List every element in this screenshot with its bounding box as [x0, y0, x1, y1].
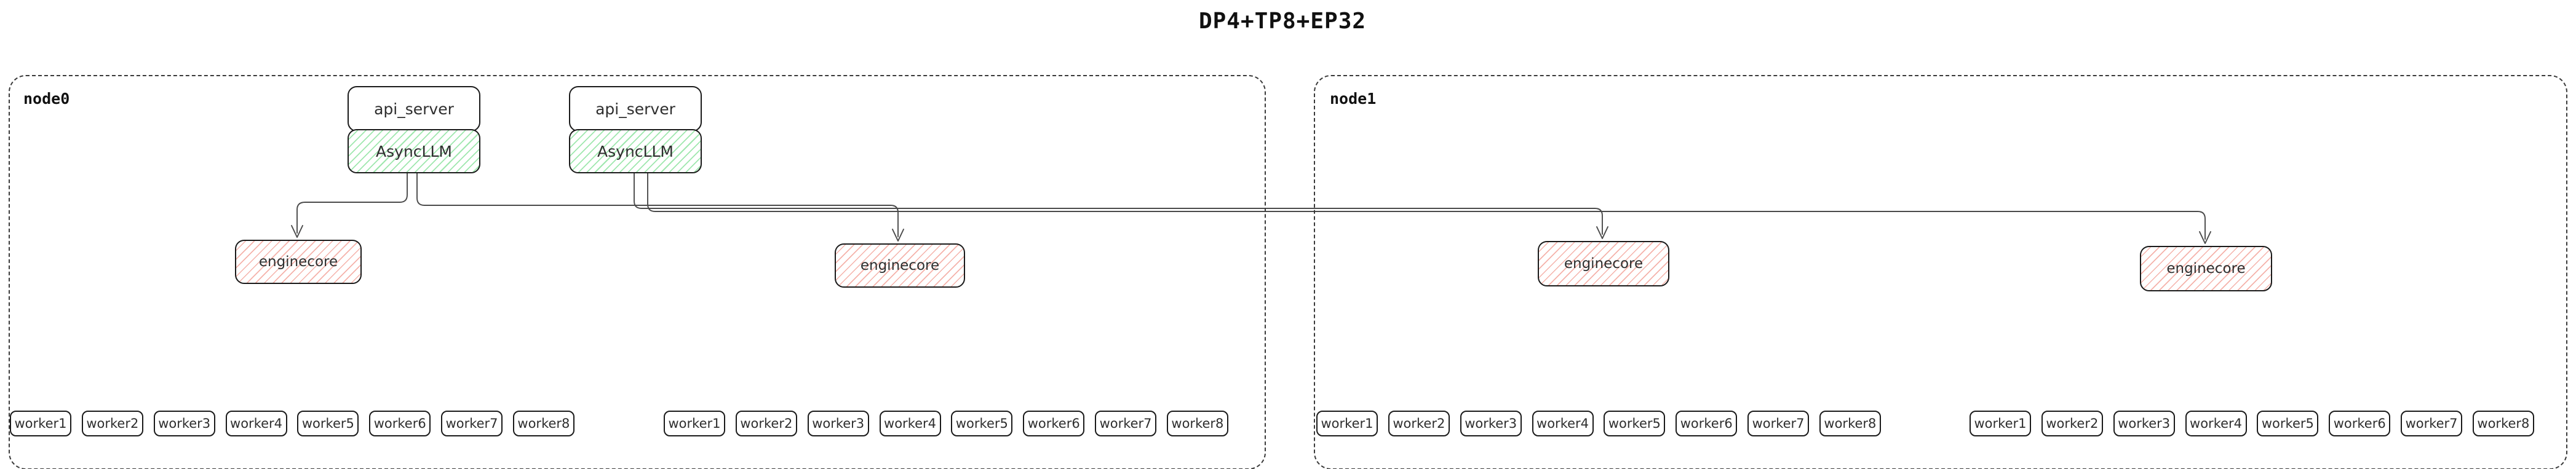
worker-box: worker7 [441, 411, 503, 436]
worker-box: worker4 [2185, 411, 2247, 436]
worker-box: worker5 [1604, 411, 1666, 436]
worker-box: worker7 [2401, 411, 2463, 436]
asyncllm-box-1: AsyncLLM [348, 129, 480, 173]
worker-box: worker4 [879, 411, 941, 436]
worker-box: worker3 [807, 411, 869, 436]
enginecore-box-3: enginecore [1538, 241, 1669, 286]
api-server-box-1: api_server [348, 86, 480, 132]
worker-box: worker5 [2257, 411, 2319, 436]
worker-box: worker8 [2472, 411, 2534, 436]
worker-box: worker3 [2113, 411, 2175, 436]
worker-box: worker6 [369, 411, 431, 436]
worker-box: worker2 [2041, 411, 2103, 436]
worker-box: worker5 [951, 411, 1013, 436]
asyncllm-box-2: AsyncLLM [569, 129, 702, 173]
worker-box: worker8 [1166, 411, 1228, 436]
node0-label: node0 [23, 90, 70, 108]
worker-box: worker4 [225, 411, 287, 436]
worker-group-node1-b: worker1 worker2 worker3 worker4 worker5 worke… [1970, 411, 2534, 436]
worker-box: worker7 [1095, 411, 1157, 436]
worker-box: worker3 [153, 411, 215, 436]
api-server-box-2: api_server [569, 86, 702, 132]
worker-box: worker6 [2329, 411, 2391, 436]
worker-box: worker8 [1819, 411, 1881, 436]
node1-container [1314, 75, 2567, 469]
worker-box: worker6 [1676, 411, 1738, 436]
enginecore-box-4: enginecore [2140, 246, 2272, 291]
worker-box: worker2 [1388, 411, 1450, 436]
worker-box: worker6 [1023, 411, 1085, 436]
worker-box: worker8 [512, 411, 574, 436]
worker-box: worker2 [81, 411, 143, 436]
worker-box: worker3 [1460, 411, 1522, 436]
worker-group-node0-b: worker1 worker2 worker3 worker4 worker5 worke… [664, 411, 1228, 436]
worker-box: worker2 [735, 411, 797, 436]
page-title: DP4+TP8+EP32 [1198, 9, 1367, 34]
node1-label: node1 [1330, 90, 1377, 108]
worker-box: worker1 [1316, 411, 1378, 436]
worker-box: worker1 [10, 411, 71, 436]
worker-group-node0-a: worker1 worker2 worker3 worker4 worker5 worke… [10, 411, 574, 436]
worker-group-node1-a: worker1 worker2 worker3 worker4 worker5 worke… [1316, 411, 1881, 436]
worker-box: worker1 [664, 411, 725, 436]
enginecore-box-2: enginecore [835, 243, 965, 288]
worker-box: worker4 [1532, 411, 1594, 436]
enginecore-box-1: enginecore [235, 240, 362, 284]
worker-box: worker1 [1970, 411, 2031, 436]
worker-box: worker5 [297, 411, 359, 436]
worker-box: worker7 [1747, 411, 1810, 436]
